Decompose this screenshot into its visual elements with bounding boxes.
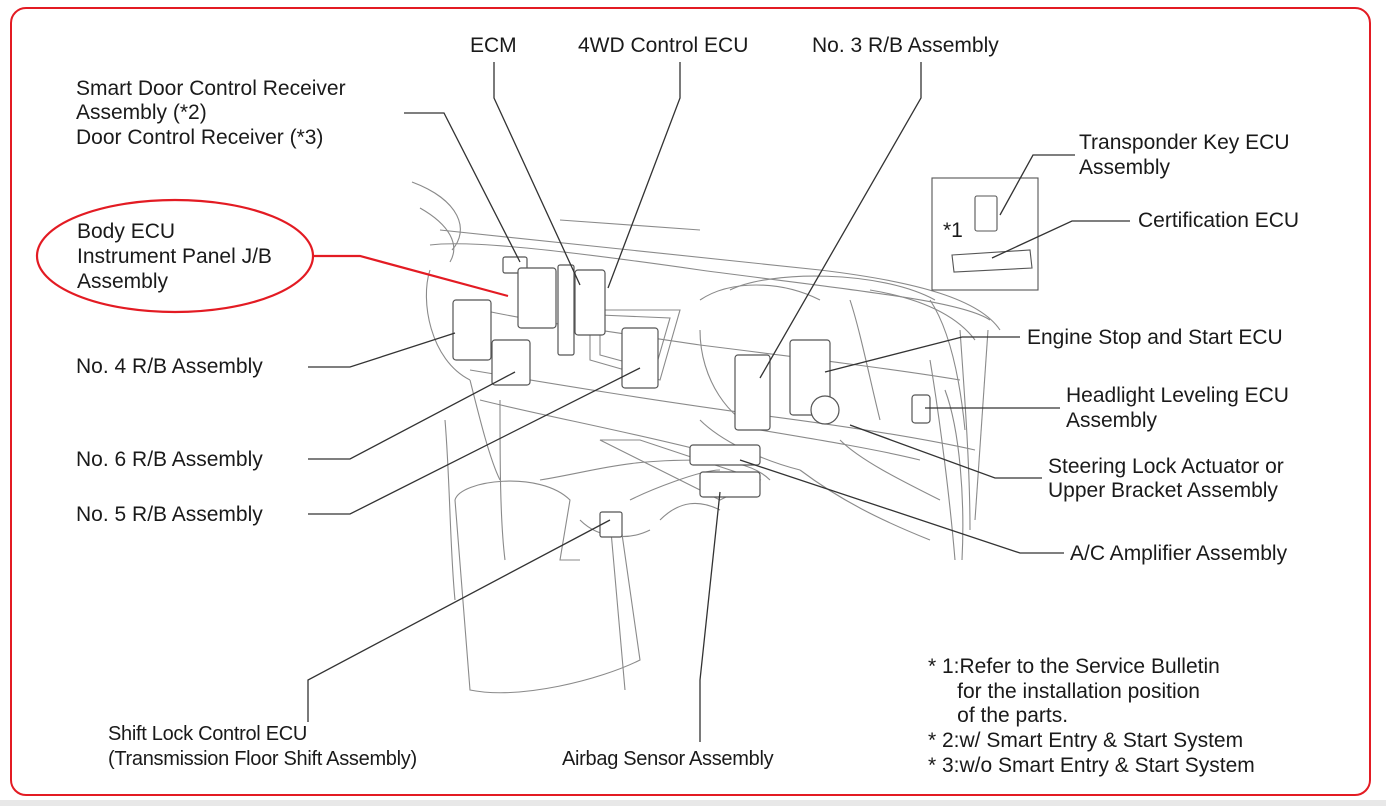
label-4wd-control-ecu: 4WD Control ECU — [578, 34, 749, 57]
no6-rb-part — [491, 339, 531, 386]
label-steering-line1: Steering Lock Actuator or — [1048, 455, 1284, 478]
note-1-line3: of the parts. — [928, 704, 1069, 727]
certification-ecu-part — [951, 249, 1033, 273]
leader-smart-door — [404, 112, 521, 263]
headlight-ecu-part — [911, 394, 931, 424]
label-smart-door-line1: Smart Door Control Receiver — [76, 77, 346, 100]
label-transponder-line1: Transponder Key ECU — [1079, 131, 1290, 154]
steering-lock-part — [810, 395, 840, 425]
components — [452, 256, 931, 538]
leader-lines — [307, 62, 1130, 742]
body-ecu-part — [517, 267, 557, 329]
label-certification-ecu: Certification ECU — [1138, 209, 1300, 232]
no3-rb-part — [734, 354, 771, 431]
4wd-ecu-part — [574, 269, 606, 336]
label-body-ecu-line3: Assembly — [77, 270, 169, 293]
label-body-ecu-line2: Instrument Panel J/B — [77, 245, 272, 268]
label-body-ecu-line1: Body ECU — [77, 220, 176, 243]
leader-ecm — [493, 62, 581, 286]
leader-steering — [849, 424, 1042, 479]
label-ac-amplifier: A/C Amplifier Assembly — [1070, 542, 1288, 565]
label-transponder-line2: Assembly — [1079, 156, 1171, 179]
label-steering-line2: Upper Bracket Assembly — [1048, 479, 1278, 502]
label-no6-rb-assembly: No. 6 R/B Assembly — [76, 448, 263, 471]
no4-rb-part — [452, 299, 492, 361]
transponder-key-ecu-part — [974, 195, 998, 232]
leader-engine-stop — [824, 336, 1020, 373]
label-no5-rb-assembly: No. 5 R/B Assembly — [76, 503, 263, 526]
leader-no4 — [308, 332, 456, 368]
leader-no5 — [308, 367, 641, 515]
note-1-line2: for the installation position — [928, 680, 1200, 703]
label-headlight-line2: Assembly — [1066, 409, 1158, 432]
label-headlight-line1: Headlight Leveling ECU — [1066, 384, 1289, 407]
highlight — [35, 198, 509, 314]
ac-amplifier-part — [689, 444, 761, 466]
highlight-leader — [313, 254, 509, 298]
leader-no6 — [308, 371, 516, 460]
label-no4-rb-assembly: No. 4 R/B Assembly — [76, 355, 263, 378]
label-door-control-receiver: Door Control Receiver (*3) — [76, 126, 324, 149]
leader-certification — [991, 220, 1130, 259]
label-shift-lock-line1: Shift Lock Control ECU — [108, 723, 308, 745]
note-3: * 3:w/o Smart Entry & Start System — [928, 754, 1255, 777]
leader-ac — [739, 459, 1064, 554]
leader-no3 — [759, 62, 922, 379]
label-shift-lock-line2: (Transmission Floor Shift Assembly) — [108, 748, 417, 770]
leader-transponder — [999, 154, 1075, 216]
shift-lock-ecu-part — [599, 511, 623, 538]
note-1-line1: * 1:Refer to the Service Bulletin — [928, 655, 1220, 678]
dashboard-outline — [411, 181, 1001, 694]
label-airbag-sensor: Airbag Sensor Assembly — [562, 748, 774, 770]
label-no3-rb-assembly: No. 3 R/B Assembly — [812, 34, 999, 57]
label-inset-marker: *1 — [943, 219, 963, 242]
bottom-strip — [0, 800, 1386, 806]
note-2: * 2:w/ Smart Entry & Start System — [928, 729, 1244, 752]
leader-4wd — [607, 62, 681, 289]
label-ecm: ECM — [470, 34, 517, 57]
label-smart-door-line2: Assembly (*2) — [76, 101, 207, 124]
leader-shift-lock — [307, 519, 611, 722]
diagram-frame — [10, 7, 1371, 796]
leader-airbag — [699, 491, 721, 742]
engine-stop-start-ecu-part — [789, 339, 831, 416]
airbag-sensor-part — [699, 471, 761, 498]
ecm-part — [557, 264, 575, 356]
no5-rb-part — [621, 327, 659, 389]
label-engine-stop-start-ecu: Engine Stop and Start ECU — [1027, 326, 1283, 349]
inset-box — [931, 177, 1039, 291]
